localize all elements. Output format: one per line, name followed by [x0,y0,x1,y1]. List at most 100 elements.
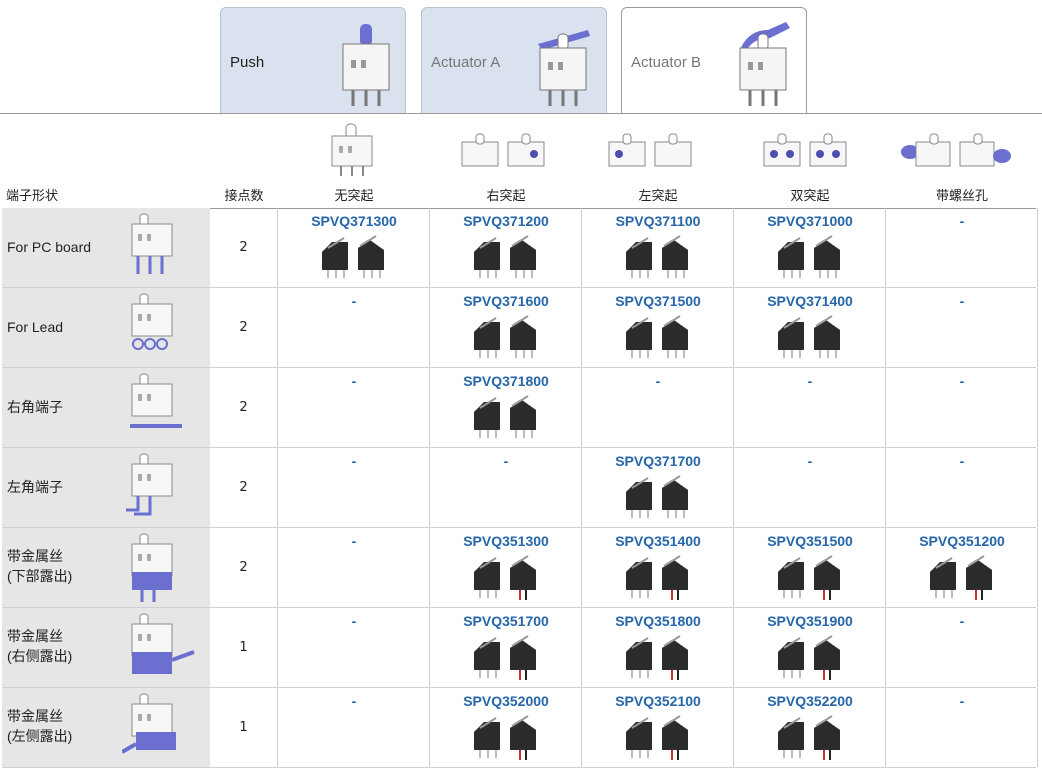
tab-actuator-a[interactable]: Actuator A [421,7,607,113]
contact-count: 1 [210,688,278,767]
col-header-none: 无突起 [334,189,374,204]
row-label-line1: 带金属丝 [7,548,63,564]
product-cell[interactable]: SPVQ352000 [430,688,582,767]
part-number-link[interactable]: SPVQ371100 [615,213,701,229]
product-cell: - [886,608,1038,687]
product-cell: - [278,608,430,687]
product-cell[interactable]: SPVQ371800 [430,368,582,447]
product-cell: - [886,208,1038,287]
row-label-line2: (右侧露出) [7,648,73,664]
contact-count: 2 [210,528,278,607]
part-number-link[interactable]: SPVQ351300 [463,533,549,549]
part-number-link[interactable]: SPVQ371300 [311,213,397,229]
row-header: 带金属丝(左侧露出) [2,688,210,767]
part-number-link[interactable]: SPVQ371400 [767,293,853,309]
empty-dash: - [351,293,357,309]
product-cell[interactable]: SPVQ371500 [582,288,734,367]
product-cell[interactable]: SPVQ371000 [734,208,886,287]
product-cell: - [734,448,886,527]
row-header: For PC board [2,208,210,287]
contact-count-header: 接点数 [224,189,264,204]
product-photo [626,315,688,358]
row-label: 带金属丝 (右侧露出) [7,626,72,666]
product-cell[interactable]: SPVQ371200 [430,208,582,287]
tab-actuator-b[interactable]: Actuator B [621,7,807,114]
table-top-border [2,208,1036,209]
product-cell[interactable]: SPVQ371100 [582,208,734,287]
product-cell: - [278,288,430,367]
col-header-right: 右突起 [486,189,526,204]
product-cell: - [886,688,1038,767]
product-photo [474,395,536,438]
empty-dash: - [959,453,965,469]
product-cell[interactable]: SPVQ371600 [430,288,582,367]
left-protrusion-icon [608,133,692,167]
tab-label: Actuator A [431,54,501,71]
product-cell[interactable]: SPVQ371300 [278,208,430,287]
empty-dash: - [807,453,813,469]
product-cell[interactable]: SPVQ351900 [734,608,886,687]
table-header: 端子形状 接点数 无突起 右突起 左突起 双突起 带螺丝孔 [0,114,1042,208]
product-cell: - [734,368,886,447]
product-cell[interactable]: SPVQ351700 [430,608,582,687]
part-number-link[interactable]: SPVQ351200 [919,533,1005,549]
product-cell[interactable]: SPVQ352200 [734,688,886,767]
tab-bar: Push Actuator A Actuator B [0,0,1042,114]
part-number-link[interactable]: SPVQ351800 [615,613,701,629]
empty-dash: - [959,293,965,309]
empty-dash: - [351,533,357,549]
empty-dash: - [959,213,965,229]
empty-dash: - [351,613,357,629]
empty-dash: - [503,453,509,469]
part-number-link[interactable]: SPVQ371200 [463,213,549,229]
part-number-link[interactable]: SPVQ352200 [767,693,853,709]
tab-label: Push [230,54,265,71]
both-protrusion-icon [763,133,847,167]
product-photo [474,555,536,600]
product-cell[interactable]: SPVQ351400 [582,528,734,607]
part-number-link[interactable]: SPVQ351700 [463,613,549,629]
product-photo [626,475,688,518]
product-photo [474,715,536,760]
part-number-link[interactable]: SPVQ352100 [615,693,701,709]
terminal-shape-icon [126,453,173,516]
part-number-link[interactable]: SPVQ352000 [463,693,549,709]
product-cell[interactable]: SPVQ371700 [582,448,734,527]
product-photo [322,235,384,278]
part-number-link[interactable]: SPVQ371600 [463,293,549,309]
part-number-link[interactable]: SPVQ371500 [615,293,701,309]
row-header: 左角端子 [2,448,210,527]
part-number-link[interactable]: SPVQ351900 [767,613,853,629]
product-photo [474,315,536,358]
table-row: 带金属丝 (下部露出) 2 - SPVQ351300 SPVQ351400 SPVQ3515… [2,528,1038,608]
product-cell[interactable]: SPVQ351300 [430,528,582,607]
part-number-link[interactable]: SPVQ351500 [767,533,853,549]
product-cell: - [278,528,430,607]
product-cell: - [278,368,430,447]
part-number-link[interactable]: SPVQ371700 [615,453,701,469]
product-cell[interactable]: SPVQ371400 [734,288,886,367]
product-cell[interactable]: SPVQ351800 [582,608,734,687]
product-cell[interactable]: SPVQ351200 [886,528,1038,607]
empty-dash: - [959,613,965,629]
part-number-link[interactable]: SPVQ371800 [463,373,549,389]
terminal-shape-icon [131,613,195,674]
tab-push[interactable]: Push [220,7,406,113]
product-cell[interactable]: SPVQ352100 [582,688,734,767]
row-label: 带金属丝 (下部露出) [7,546,72,586]
product-photo [474,235,536,278]
row-label-line1: 带金属丝 [7,628,63,644]
col-header-left: 左突起 [638,189,678,204]
terminal-shape-icon [122,693,176,754]
contact-count: 2 [210,288,278,367]
product-cell[interactable]: SPVQ351500 [734,528,886,607]
part-number-link[interactable]: SPVQ371000 [767,213,853,229]
row-label-line2: (左侧露出) [7,728,73,744]
part-number-link[interactable]: SPVQ351400 [615,533,701,549]
row-label-line2: (下部露出) [7,568,73,584]
terminal-shape-icon [131,213,173,274]
product-cell: - [278,688,430,767]
